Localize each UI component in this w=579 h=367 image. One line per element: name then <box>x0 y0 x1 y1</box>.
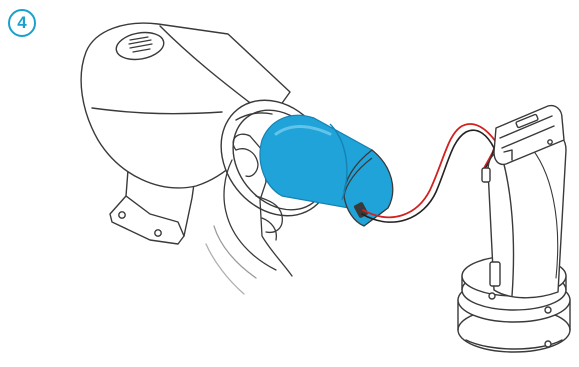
step-number-label: 4 <box>17 13 26 33</box>
camera-module-icon <box>458 106 570 352</box>
step-number-badge: 4 <box>8 9 36 37</box>
